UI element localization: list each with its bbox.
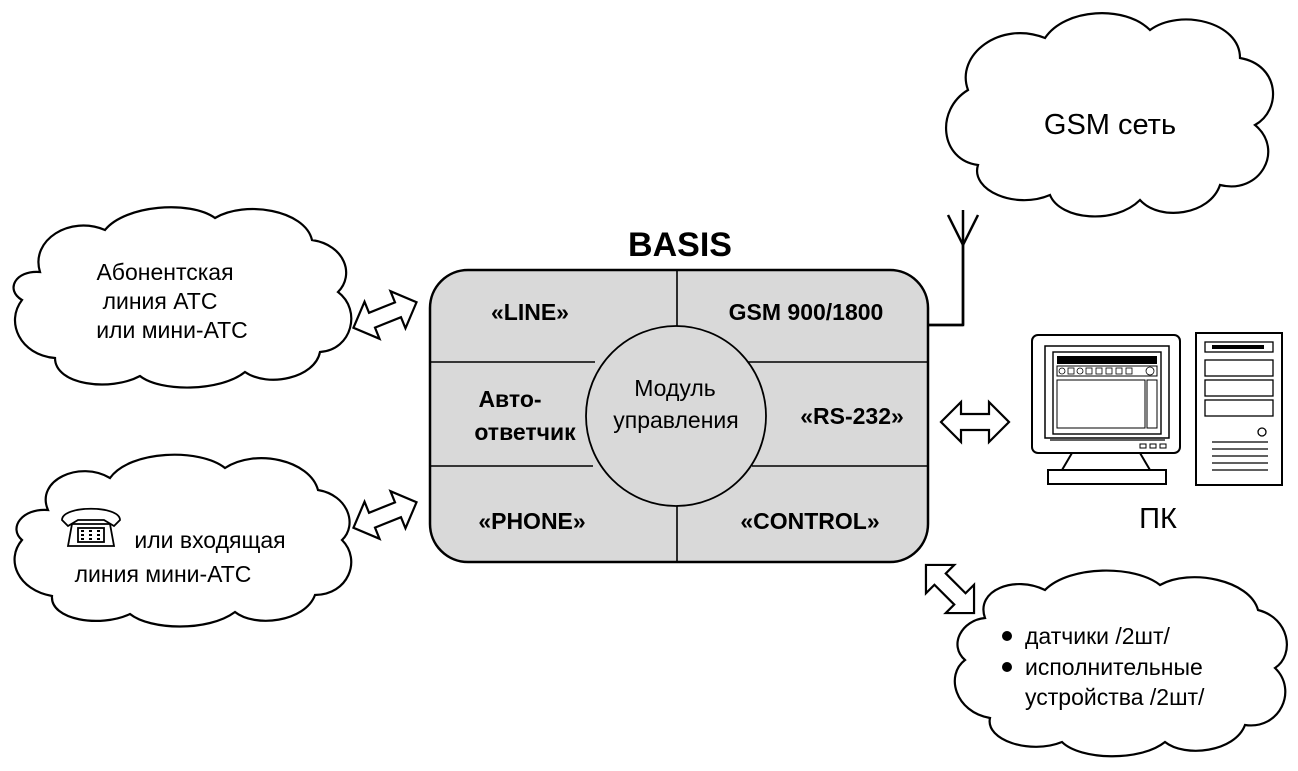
control-module-text-1: Модуль [634,375,716,401]
device-title: BASIS [628,226,732,264]
telephone-icon [61,507,121,547]
io-devices-text-3: устройства /2шт/ [1025,684,1205,710]
double-arrow-icon [352,489,418,541]
io-devices-text-1: датчики /2шт/ [1025,623,1171,649]
gsm-network-label: GSM сеть [1044,109,1176,141]
io-devices-cloud: датчики /2шт/ исполнительные устройства … [953,569,1288,758]
bullet-icon [1002,662,1012,672]
basis-device: «LINE» GSM 900/1800 Авто- ответчик «RS-2… [428,268,930,564]
antenna-wire [928,245,965,327]
subscriber-line-text-1: Абонентская [96,259,233,285]
subscriber-line-text-3: или мини-АТС [96,317,248,343]
pc-label: ПК [1139,503,1177,535]
io-devices-text-2: исполнительные [1025,654,1203,680]
double-arrow-icon [924,563,976,615]
control-module-text-2: управления [613,407,738,433]
subscriber-line-text-2: линия АТС [103,288,218,314]
double-arrow-icon [352,289,418,341]
gsm-network-cloud: GSM сеть [945,12,1275,218]
section-gsm: GSM 900/1800 [729,299,884,325]
double-arrow-icon [939,399,1011,445]
control-module-circle [585,325,767,507]
bullet-icon [1002,631,1012,641]
antenna-icon [928,210,980,327]
section-control: «CONTROL» [740,508,879,534]
section-line: «LINE» [491,299,569,325]
section-autoanswer-2: ответчик [474,419,576,445]
subscriber-line-cloud: Абонентская линия АТС или мини-АТС [12,206,353,389]
section-autoanswer-1: Авто- [478,386,541,412]
pc-icon [1031,332,1283,486]
phone-line-text-2: линия мини-АТС [75,561,252,587]
phone-line-text-1: или входящая [134,527,285,553]
phone-line-cloud: или входящая линия мини-АТС [13,453,353,628]
section-rs232: «RS-232» [800,403,904,429]
section-phone: «PHONE» [478,508,585,534]
